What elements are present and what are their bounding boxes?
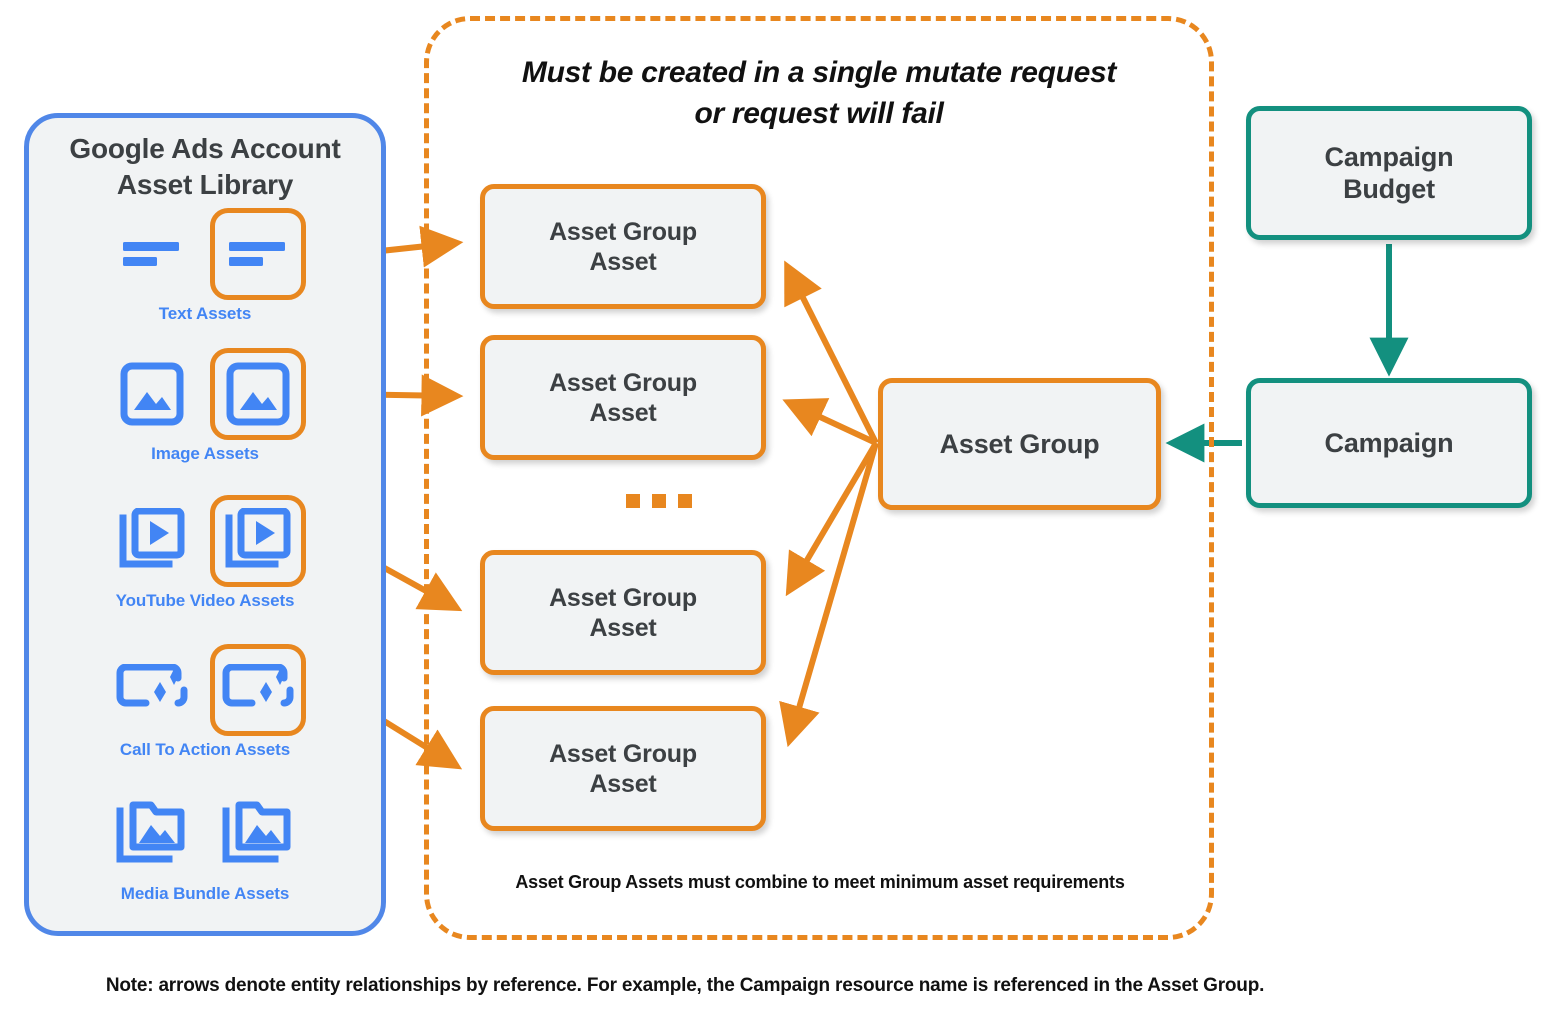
mutate-request-group xyxy=(424,16,1214,940)
asset-group-asset-line2: Asset xyxy=(589,613,657,642)
text-asset-icon-glyph xyxy=(229,242,285,266)
image-asset-icon-glyph xyxy=(120,362,184,426)
asset-group-label: Asset Group xyxy=(939,428,1100,459)
campaign-budget-line2: Budget xyxy=(1343,174,1435,204)
mutate-heading-line1: Must be created in a single mutate reque… xyxy=(521,56,1117,89)
asset-row-label-media-bundle: Media Bundle Assets xyxy=(120,884,290,903)
media-bundle-asset-icon-glyph xyxy=(116,801,185,863)
asset-group-asset-line1: Asset Group xyxy=(549,217,697,246)
text-asset-icon-selected[interactable] xyxy=(210,208,306,300)
media-bundle-asset-icon-secondary xyxy=(210,788,306,880)
asset-group-asset-node[interactable]: Asset Group Asset xyxy=(480,706,766,831)
ellipsis-dot xyxy=(626,494,640,508)
image-asset-icon-glyph xyxy=(226,362,290,426)
asset-library-title-line2: Asset Library xyxy=(116,168,294,200)
asset-group-asset-line2: Asset xyxy=(589,398,657,427)
asset-group-asset-ellipsis xyxy=(626,494,692,508)
asset-group-asset-line1: Asset Group xyxy=(549,739,697,768)
asset-library-panel xyxy=(24,113,386,936)
call-to-action-asset-icon-selected[interactable] xyxy=(210,644,306,736)
asset-group-asset-node[interactable]: Asset Group Asset xyxy=(480,184,766,309)
asset-library-title-line1: Google Ads Account xyxy=(69,133,341,164)
asset-group-asset-line1: Asset Group xyxy=(549,583,697,612)
asset-row-cta[interactable]: Call To Action Assets xyxy=(24,644,386,760)
asset-row-label-text: Text Assets xyxy=(158,304,252,323)
asset-row-label-image: Image Assets xyxy=(151,444,259,463)
asset-group-asset-line2: Asset xyxy=(589,769,657,798)
media-bundle-asset-icon-glyph xyxy=(222,801,291,863)
asset-group-asset-line1: Asset Group xyxy=(549,368,697,397)
diagram-footnote: Note: arrows denote entity relationships… xyxy=(105,975,1265,996)
video-asset-icon-selected[interactable] xyxy=(210,495,306,587)
ellipsis-dot xyxy=(652,494,666,508)
image-asset-icon-selected[interactable] xyxy=(210,348,306,440)
campaign-budget-node[interactable]: Campaign Budget xyxy=(1246,106,1532,240)
video-asset-icon-glyph xyxy=(119,508,185,568)
asset-row-media-bundle[interactable]: Media Bundle Assets xyxy=(24,788,386,904)
video-asset-icon-glyph xyxy=(225,508,291,568)
call-to-action-asset-icon-glyph xyxy=(116,664,188,707)
image-asset-icon xyxy=(104,348,200,440)
text-asset-icon xyxy=(104,208,200,300)
campaign-budget-line1: Campaign xyxy=(1324,141,1454,172)
call-to-action-asset-icon-glyph xyxy=(222,664,294,707)
video-asset-icon xyxy=(104,495,200,587)
asset-row-label-cta: Call To Action Assets xyxy=(119,740,291,759)
mutate-group-footnote: Asset Group Assets must combine to meet … xyxy=(515,872,1125,892)
asset-row-label-video: YouTube Video Assets xyxy=(115,591,295,610)
asset-group-asset-node[interactable]: Asset Group Asset xyxy=(480,335,766,460)
asset-group-asset-line2: Asset xyxy=(589,247,657,276)
asset-row-text[interactable]: Text Assets xyxy=(24,208,386,324)
campaign-node[interactable]: Campaign xyxy=(1246,378,1532,508)
call-to-action-asset-icon xyxy=(104,644,200,736)
text-asset-icon-glyph xyxy=(123,242,179,266)
campaign-label: Campaign xyxy=(1324,427,1454,458)
asset-row-image[interactable]: Image Assets xyxy=(24,348,386,464)
asset-library-title: Google Ads Account Asset Library xyxy=(24,113,386,203)
ellipsis-dot xyxy=(678,494,692,508)
asset-group-asset-node[interactable]: Asset Group Asset xyxy=(480,550,766,675)
asset-group-node[interactable]: Asset Group xyxy=(878,378,1161,510)
media-bundle-asset-icon xyxy=(104,788,200,880)
mutate-request-heading: Must be created in a single mutate reque… xyxy=(444,52,1194,135)
asset-row-video[interactable]: YouTube Video Assets xyxy=(24,495,386,611)
mutate-heading-line2: or request will fail xyxy=(694,97,944,131)
